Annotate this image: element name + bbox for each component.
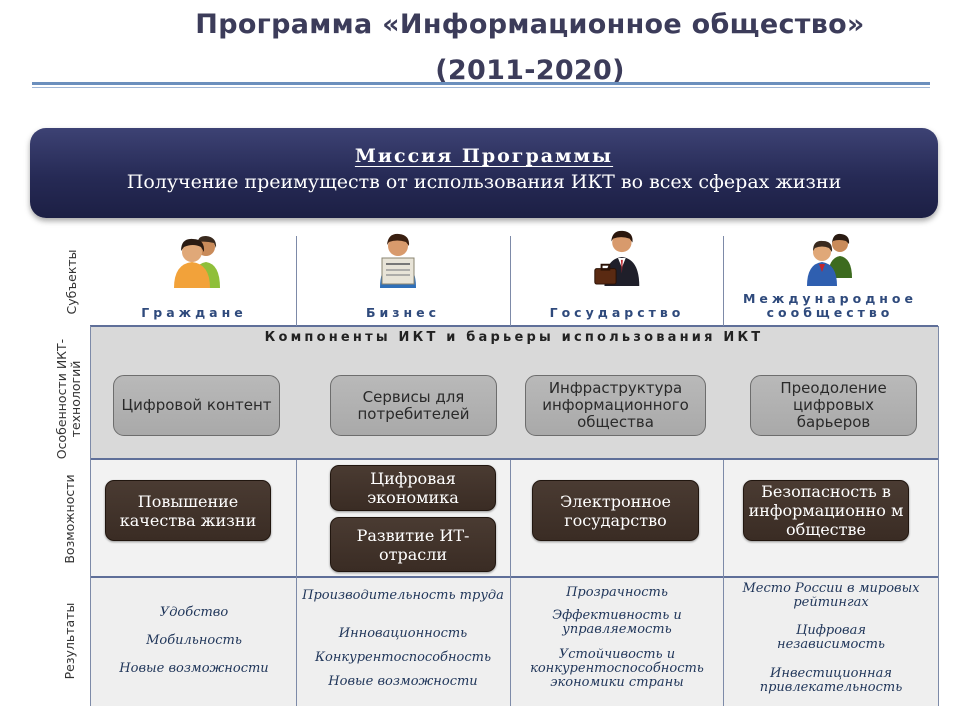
result-item: Инновационность [338,626,468,641]
row-label-results: Результаты [62,602,77,680]
result-item: Новые возможности [119,661,269,676]
opportunity-quality-of-life: Повышение качества жизни [105,480,271,541]
result-item: Место России в мировых рейтингах [742,581,920,610]
grid-line [510,460,511,706]
results-row-bg [90,578,938,706]
result-item: Цифровая независимость [777,623,885,652]
result-item: Прозрачность [566,585,668,600]
grid-line [90,326,91,706]
components-header: Компоненты ИКТ и барьеры использования И… [264,330,764,345]
opportunity-digital-economy: Цифровая экономика [330,465,496,511]
grid-line [723,236,724,326]
page-title: Программа «Информационное общество» (201… [0,6,960,90]
citizens-icon [174,236,220,288]
component-infrastructure: Инфраструктура информационного общества [525,375,706,436]
grid-line [90,325,938,327]
result-item: Новые возможности [328,674,478,689]
title-line-1: Программа «Информационное общество» [195,9,865,40]
result-item: Эффективность и управляемость [552,608,682,637]
result-item: Конкурентоспособность [314,650,492,665]
grid-line [90,576,938,578]
result-item: Мобильность [146,633,242,648]
grid-line [938,326,939,706]
grid-line [90,458,938,460]
mission-text: Получение преимуществ от использования И… [126,171,842,193]
component-consumer-services: Сервисы для потребителей [330,375,497,436]
subject-citizens: Граждане [141,305,247,320]
result-item: Производительность труда [302,588,504,603]
grid-line [296,460,297,706]
international-icon [807,233,852,286]
component-digital-barriers: Преодоление цифровых барьеров [750,375,917,436]
subject-business: Бизнес [365,305,441,320]
grid-line [723,460,724,706]
state-icon [594,230,640,286]
component-digital-content: Цифровой контент [113,375,280,436]
title-line-2: (2011-2020) [435,55,625,86]
opportunity-security: Безопасность в информационно м обществе [743,480,909,541]
grid-line [296,236,297,326]
result-item: Инвестиционная привлекательность [759,666,903,695]
opportunity-it-development: Развитие ИТ-отрасли [330,517,496,572]
title-divider [32,82,930,85]
mission-banner: Миссия Программы Получение преимуществ о… [30,128,938,218]
grid-line [510,236,511,326]
business-icon [380,233,416,288]
subject-state: Государство [549,305,685,320]
title-divider-thin [32,87,930,88]
result-item: Устойчивость и конкурентоспособность эко… [530,647,704,690]
result-item: Удобство [159,605,229,620]
mission-title: Миссия Программы [354,145,614,167]
opportunity-e-government: Электронное государство [532,480,699,541]
subject-international: Международное сообщество [742,291,917,320]
